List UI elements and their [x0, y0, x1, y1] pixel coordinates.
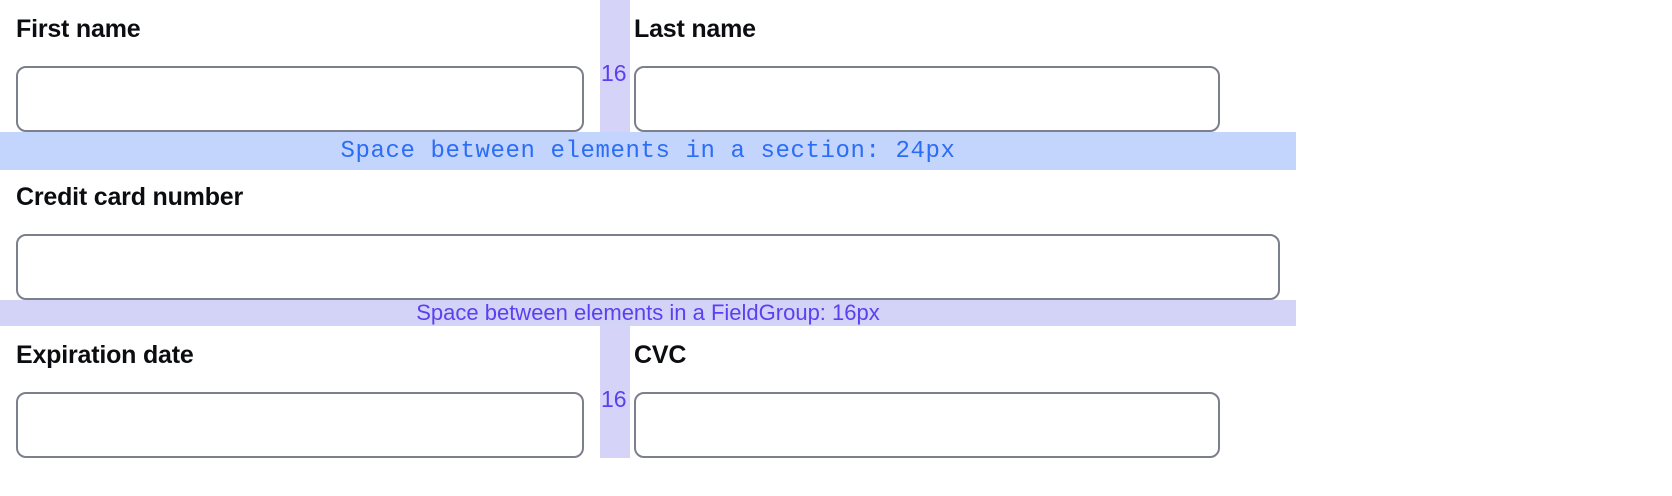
- field-group-expiration-date: Expiration date: [0, 326, 600, 458]
- field-group-first-name: First name: [0, 0, 600, 132]
- column-gap-marker-card: 16: [600, 326, 630, 458]
- label-cvc: CVC: [634, 341, 687, 369]
- label-first-name: First name: [16, 15, 141, 43]
- column-gap-marker-names: 16: [600, 0, 630, 132]
- label-expiration-date: Expiration date: [16, 341, 194, 369]
- column-gap-value-card: 16: [601, 386, 627, 412]
- row-credit-card: Credit card number: [0, 170, 1296, 300]
- spacing-annotation-form: First name 16 Last name Space between el…: [0, 0, 1296, 458]
- fieldgroup-spacing-label: Space between elements in a FieldGroup: …: [416, 300, 880, 325]
- column-gap-value-names: 16: [601, 60, 627, 86]
- section-spacing-band: Space between elements in a section: 24p…: [0, 132, 1296, 170]
- fieldgroup-spacing-band: Space between elements in a FieldGroup: …: [0, 300, 1296, 326]
- input-last-name[interactable]: [634, 66, 1220, 132]
- field-group-cvc: CVC: [630, 326, 1296, 458]
- row-expiration-cvc: Expiration date 16 CVC: [0, 326, 1296, 458]
- input-credit-card-number[interactable]: [16, 234, 1280, 300]
- input-cvc[interactable]: [634, 392, 1220, 458]
- input-first-name[interactable]: [16, 66, 584, 132]
- section-spacing-label: Space between elements in a section: 24p…: [340, 137, 956, 165]
- row-name-fields: First name 16 Last name: [0, 0, 1296, 132]
- input-expiration-date[interactable]: [16, 392, 584, 458]
- label-last-name: Last name: [634, 15, 756, 43]
- field-group-last-name: Last name: [630, 0, 1296, 132]
- label-credit-card-number: Credit card number: [16, 183, 244, 211]
